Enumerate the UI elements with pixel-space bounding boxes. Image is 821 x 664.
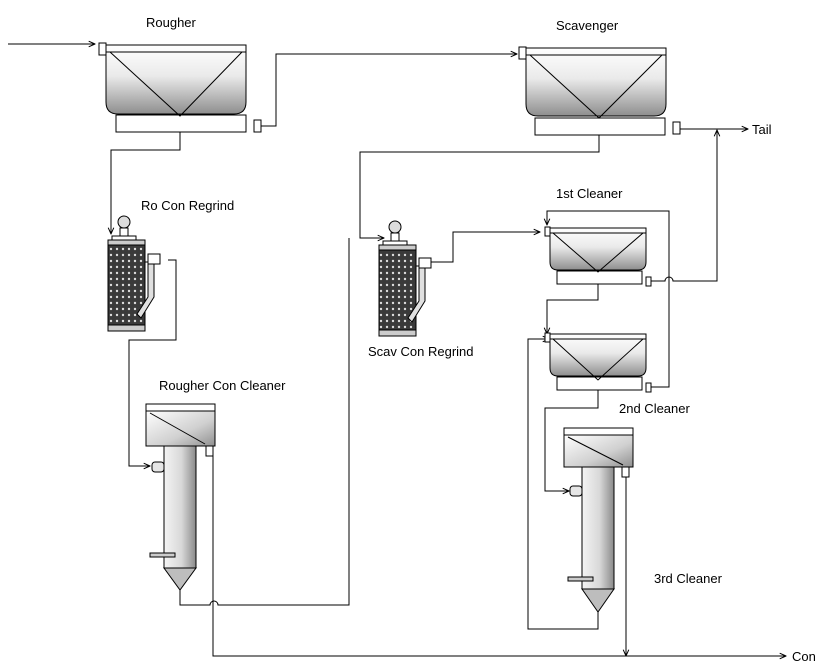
scav-regrind-product-stream: [431, 232, 540, 263]
rougher-con-cleaner-column: [145, 403, 216, 591]
con-label: Con: [792, 649, 816, 664]
rougher-con-cleaner-label: Rougher Con Cleaner: [159, 378, 286, 393]
ro-con-regrind-mill: [107, 215, 161, 332]
second-cleaner-cell: [544, 332, 652, 393]
scav-con-regrind-mill: [378, 220, 432, 337]
rougher-con-stream: [111, 116, 181, 234]
third-cleaner-tail-stream: [527, 339, 599, 630]
scavenger-cell: [518, 46, 681, 136]
flow-lines: [8, 44, 786, 656]
scav-con-regrind-label: Scav Con Regrind: [368, 344, 474, 359]
con-stream: [212, 456, 786, 656]
rougher-label: Rougher: [146, 15, 196, 30]
first-cleaner-con-stream: [547, 272, 599, 334]
tail-label: Tail: [752, 122, 772, 137]
second-cleaner-label: 2nd Cleaner: [619, 401, 690, 416]
third-cleaner-column: [563, 427, 634, 613]
scavenger-label: Scavenger: [556, 18, 619, 33]
scavenger-con-stream: [359, 118, 600, 238]
first-cleaner-tail-stream: [651, 130, 717, 282]
first-cleaner-cell: [544, 226, 652, 287]
first-cleaner-label: 1st Cleaner: [556, 186, 623, 201]
second-cleaner-con-stream: [544, 380, 599, 491]
ro-con-regrind-label: Ro Con Regrind: [141, 198, 235, 213]
third-cleaner-label: 3rd Cleaner: [654, 571, 722, 586]
rougher-cell: [98, 42, 262, 133]
rcc-underflow-stream: [179, 238, 350, 606]
second-cleaner-tail-stream: [547, 210, 670, 388]
rougher-tail-stream: [261, 54, 517, 127]
regrind-product-stream: [128, 259, 177, 466]
